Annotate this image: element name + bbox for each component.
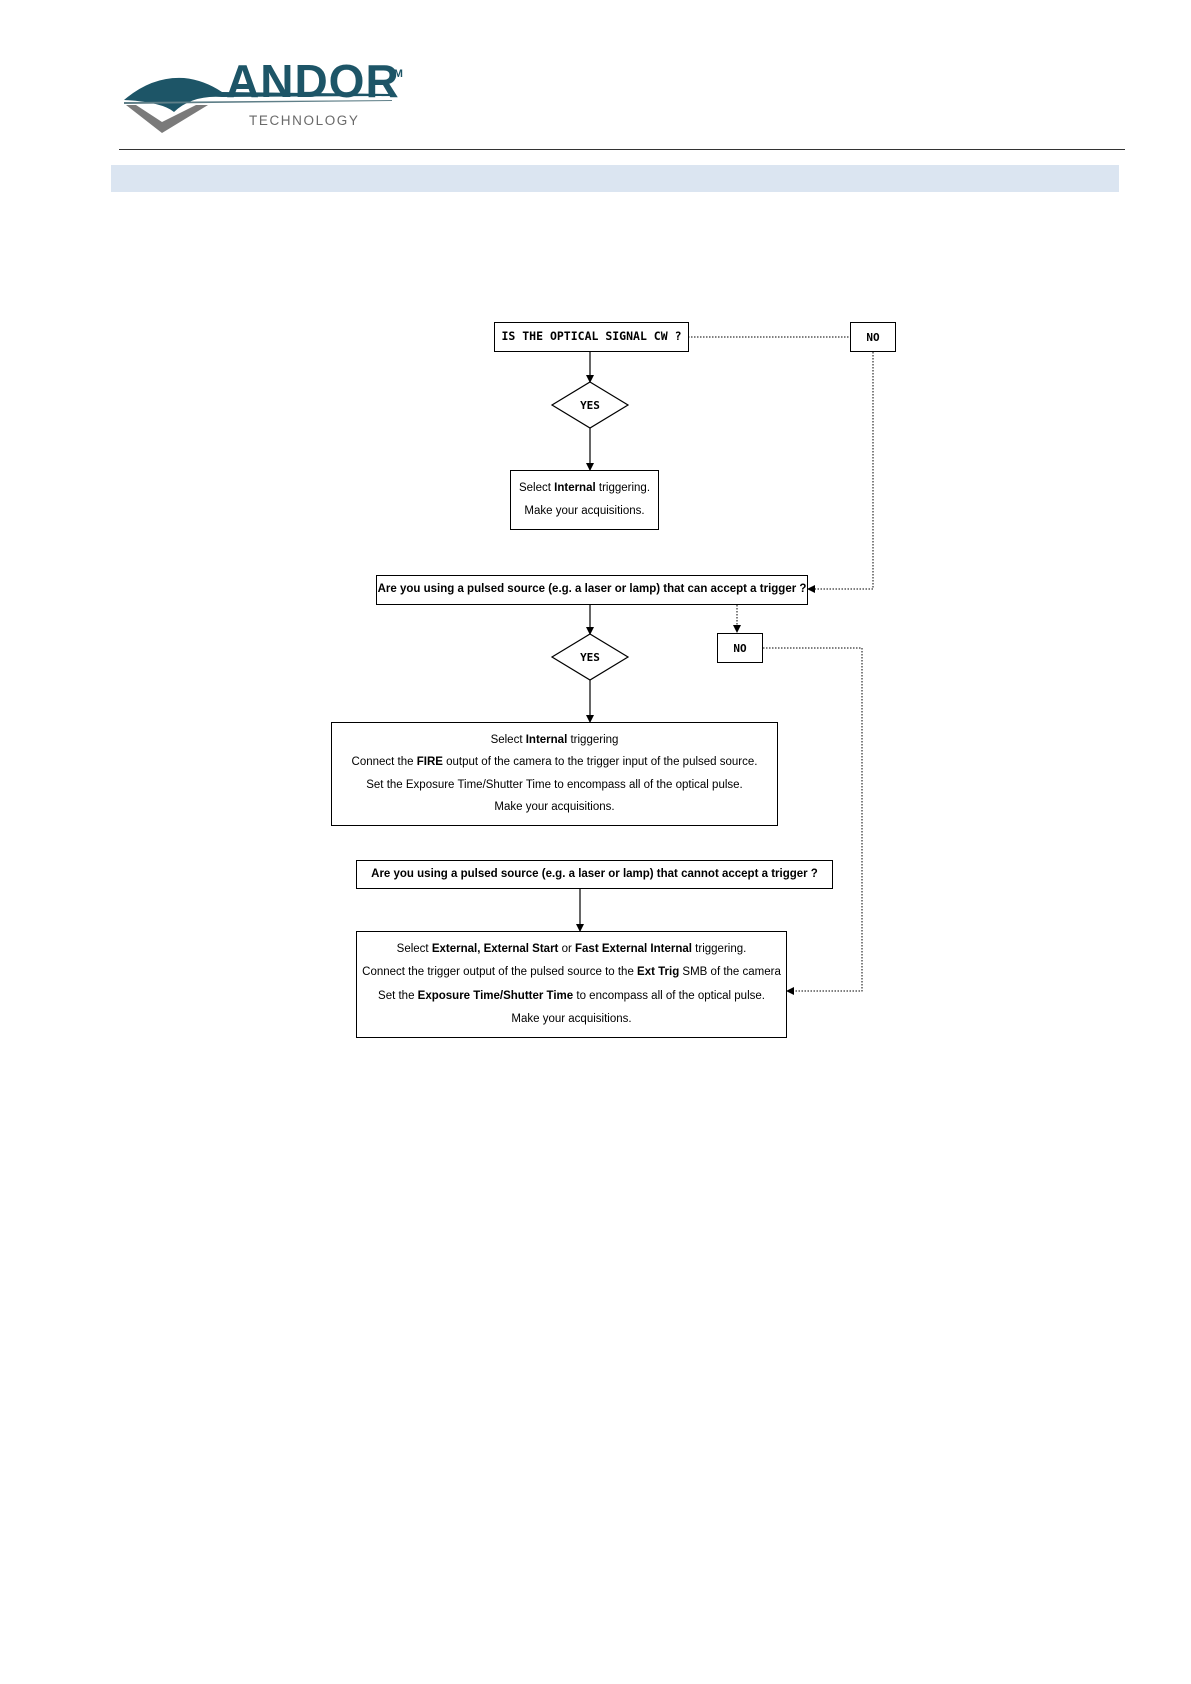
- question-no-trigger-box: Are you using a pulsed source (e.g. a la…: [356, 860, 833, 889]
- logo-trademark: TM: [387, 68, 403, 80]
- action-fire-line4: Make your acquisitions.: [494, 801, 615, 813]
- action-fire-line3: Set the Exposure Time/Shutter Time to en…: [366, 778, 743, 791]
- action-external-line2: Connect the trigger output of the pulsed…: [362, 966, 781, 978]
- no-label-2: NO: [733, 641, 747, 655]
- action-external-line3: Set the Exposure Time/Shutter Time to en…: [378, 989, 765, 1002]
- action-external-line4: Make your acquisitions.: [511, 1013, 632, 1025]
- diamond-yes-1: [550, 381, 630, 429]
- yes-label-1: YES: [580, 398, 600, 412]
- question-cw-text: IS THE OPTICAL SIGNAL CW ?: [501, 329, 682, 344]
- action-external-box: Select External, External Start or Fast …: [356, 931, 787, 1038]
- question-pulsed-trigger-box: Are you using a pulsed source (e.g. a la…: [376, 575, 808, 605]
- logo-wordmark: ANDOR: [226, 55, 400, 107]
- action-external-line1: Select External, External Start or Fast …: [396, 942, 747, 955]
- header-rule: [119, 149, 1125, 150]
- no-label-1: NO: [866, 330, 880, 344]
- action-internal-line1: Select Internal triggering.: [518, 482, 651, 494]
- no-box-2: NO: [717, 633, 763, 663]
- question-cw-box: IS THE OPTICAL SIGNAL CW ?: [494, 322, 689, 352]
- dotted-no1-to-q2: [807, 352, 874, 593]
- no-box-1: NO: [850, 322, 896, 352]
- andor-logo-mark: [124, 77, 392, 133]
- question-pulsed-trigger-text: Are you using a pulsed source (e.g. a la…: [377, 583, 807, 596]
- question-no-trigger-text: Are you using a pulsed source (e.g. a la…: [371, 867, 818, 880]
- action-internal-line2: Make your acquisitions.: [524, 504, 645, 517]
- diamond-yes-2: [550, 633, 630, 681]
- action-fire-line2: Connect the FIRE output of the camera to…: [351, 756, 758, 768]
- action-fire-box: Select Internal triggering Connect the F…: [331, 722, 778, 826]
- action-internal-box: Select Internal triggering. Make your ac…: [510, 470, 659, 530]
- section-bar: [111, 165, 1119, 192]
- yes-label-2: YES: [580, 650, 600, 664]
- logo-subtext: TECHNOLOGY: [249, 113, 360, 128]
- dotted-no2-to-a3: [763, 647, 863, 995]
- action-fire-line1: Select Internal triggering: [490, 733, 619, 746]
